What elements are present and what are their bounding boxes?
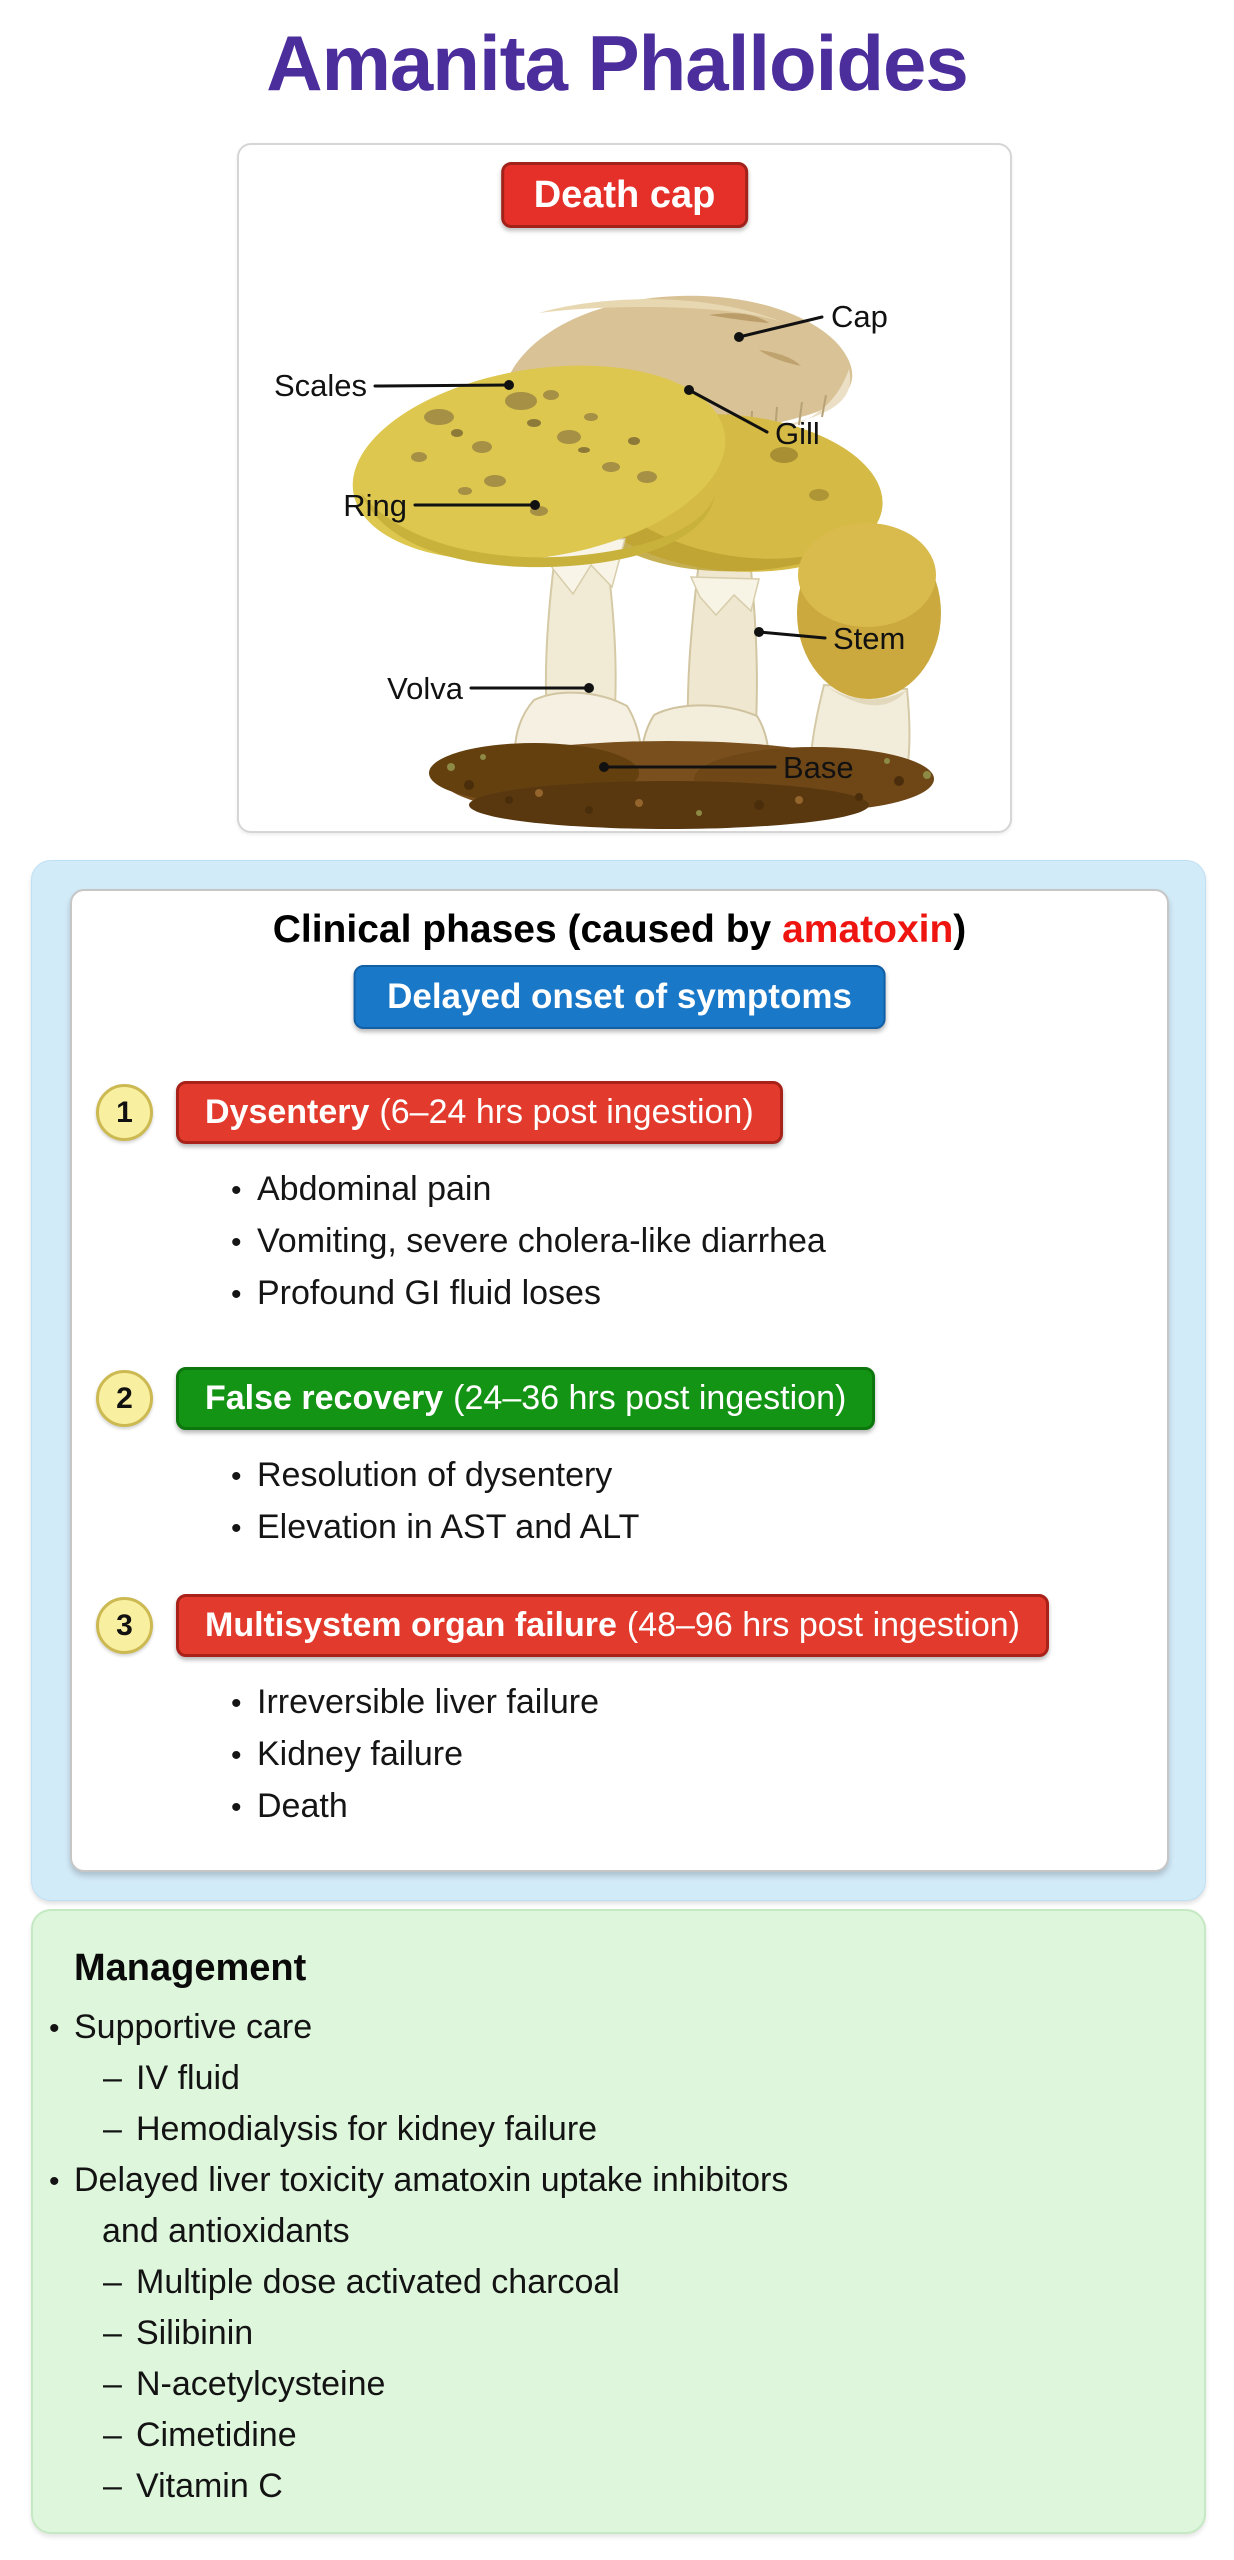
management-section: Management •Supportive care –IV fluid –H… (31, 1909, 1206, 2534)
bullet-dot: • (231, 1460, 242, 1493)
bullet-dash: – (103, 2467, 122, 2505)
phase-1-timing: (6–24 hrs post ingestion) (379, 1093, 754, 1131)
phase-3-bullets: • Irreversible liver failure • Kidney fail… (231, 1676, 599, 1832)
management-item-continuation: and antioxidants (33, 2206, 1204, 2257)
bullet-dash: – (103, 2365, 122, 2403)
bullet-dot: • (231, 1226, 242, 1259)
phase-3-badge: Multisystem organ failure (48–96 hrs pos… (176, 1594, 1049, 1657)
management-item-text: and antioxidants (102, 2212, 350, 2250)
bullet-dot: • (49, 2012, 60, 2045)
phase-2-title: False recovery (205, 1379, 444, 1417)
bullet-dot: • (231, 1687, 242, 1720)
bullet-text: Abdominal pain (257, 1170, 492, 1208)
bullet-dash: – (103, 2263, 122, 2301)
cap-scales-dark (451, 419, 640, 453)
bullet-dot: • (231, 1739, 242, 1772)
mushroom-illustration: Cap Scales Gill Ring Stem Volva Base (274, 295, 941, 829)
management-item: –Multiple dose activated charcoal (33, 2257, 1204, 2308)
phase-1-title: Dysentery (205, 1093, 370, 1131)
bullet-dash: – (103, 2110, 122, 2148)
phase-3-number-circle: 3 (96, 1597, 153, 1654)
clinical-title-highlight: amatoxin (782, 908, 954, 951)
soil (429, 741, 934, 829)
management-item-text: Delayed liver toxicity amatoxin uptake i… (74, 2161, 789, 2199)
bullet-item: • Death (231, 1780, 599, 1832)
delayed-onset-badge: Delayed onset of symptoms (353, 965, 886, 1029)
clinical-phases-section: Clinical phases (caused by amatoxin) Del… (31, 860, 1206, 1901)
label-cap: Cap (831, 299, 888, 334)
management-item-text: N-acetylcysteine (136, 2365, 386, 2403)
phase-1-badge: Dysentery (6–24 hrs post ingestion) (176, 1081, 783, 1144)
management-item: • Supportive care (33, 2002, 1204, 2053)
bullet-item: • Vomiting, severe cholera-like diarrhea (231, 1215, 826, 1267)
phase-2-bullets: • Resolution of dysentery • Elevation in A… (231, 1449, 639, 1553)
bullet-dot: • (231, 1278, 242, 1311)
bullet-item: • Abdominal pain (231, 1163, 826, 1215)
label-ring: Ring (343, 488, 407, 523)
management-item-text: Hemodialysis for kidney failure (136, 2110, 598, 2148)
management-item: –IV fluid (33, 2053, 1204, 2104)
part-labels (373, 315, 827, 769)
management-item: –Hemodialysis for kidney failure (33, 2104, 1204, 2155)
bullet-dot: • (231, 1174, 242, 1207)
bullet-dot: • (231, 1512, 242, 1545)
bullet-text: Vomiting, severe cholera-like diarrhea (257, 1222, 826, 1260)
management-item: –Cimetidine (33, 2410, 1204, 2461)
management-item-text: Silibinin (136, 2314, 254, 2352)
bullet-dot: • (49, 2165, 60, 2198)
bullet-dash: – (103, 2314, 122, 2352)
bullet-text: Irreversible liver failure (257, 1683, 599, 1721)
clinical-title-prefix: Clinical phases (caused by (272, 908, 783, 951)
clinical-title-suffix: ) (953, 908, 967, 951)
management-item-text: Supportive care (74, 2008, 313, 2046)
bullet-text: Kidney failure (257, 1735, 464, 1773)
label-volva: Volva (387, 671, 464, 706)
management-item-text: Cimetidine (136, 2416, 297, 2454)
bullet-text: Death (257, 1787, 348, 1825)
management-item-text: Vitamin C (136, 2467, 283, 2505)
bullet-dash: – (103, 2416, 122, 2454)
clinical-phases-title: Clinical phases (caused by amatoxin) (72, 908, 1167, 952)
management-item: • Delayed liver toxicity amatoxin uptake … (33, 2155, 1204, 2206)
phase-1-number-circle: 1 (96, 1084, 153, 1141)
bullet-text: Profound GI fluid loses (257, 1274, 601, 1312)
management-item-text: Multiple dose activated charcoal (136, 2263, 620, 2301)
label-stem: Stem (833, 621, 905, 656)
cap-scales (411, 390, 657, 516)
management-item: –Silibinin (33, 2308, 1204, 2359)
bullet-item: • Irreversible liver failure (231, 1676, 599, 1728)
bullet-item: • Kidney failure (231, 1728, 599, 1780)
phase-3-timing: (48–96 hrs post ingestion) (626, 1606, 1020, 1644)
label-scales: Scales (274, 368, 367, 403)
phase-2-timing: (24–36 hrs post ingestion) (453, 1379, 847, 1417)
deathcap-badge: Death cap (500, 162, 749, 228)
label-gill: Gill (775, 416, 820, 451)
clinical-phases-card: Clinical phases (caused by amatoxin) Del… (70, 889, 1169, 1872)
bullet-text: Resolution of dysentery (257, 1456, 613, 1494)
bullet-text: Elevation in AST and ALT (257, 1508, 640, 1546)
management-heading: Management (74, 1947, 307, 1989)
page-title: Amanita Phalloides (266, 19, 969, 107)
specimen-panel: Cap Scales Gill Ring Stem Volva Base Dea… (237, 143, 1012, 833)
management-item-text: IV fluid (136, 2059, 240, 2097)
label-base: Base (783, 750, 854, 785)
management-item: –N-acetylcysteine (33, 2359, 1204, 2410)
bullet-item: • Profound GI fluid loses (231, 1267, 826, 1319)
bullet-item: • Resolution of dysentery (231, 1449, 639, 1501)
bullet-dash: – (103, 2059, 122, 2097)
management-item: –Vitamin C (33, 2461, 1204, 2512)
part-label-dots (504, 332, 764, 772)
bullet-dot: • (231, 1791, 242, 1824)
phase-1-bullets: • Abdominal pain • Vomiting, severe choler… (231, 1163, 826, 1319)
phase-2-number-circle: 2 (96, 1370, 153, 1427)
phase-2-badge: False recovery (24–36 hrs post ingestion… (176, 1367, 876, 1430)
phase-3-title: Multisystem organ failure (205, 1606, 617, 1644)
bullet-item: • Elevation in AST and ALT (231, 1501, 639, 1553)
